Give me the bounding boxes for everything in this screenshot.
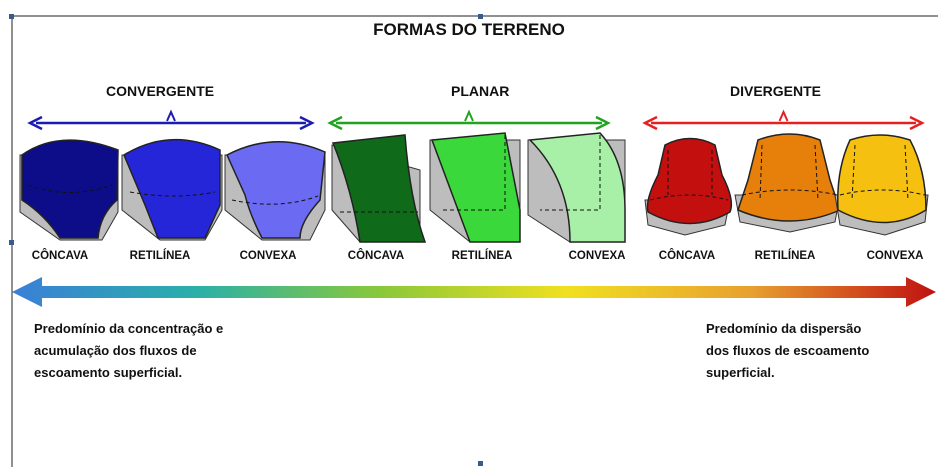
label-divergente-convexa: CONVEXA — [866, 250, 924, 262]
selection-handle — [9, 240, 14, 245]
concentration-description: Predomínio da concentração e acumulação … — [34, 318, 294, 384]
planar-arrow — [327, 109, 611, 131]
planar-concava-shape — [331, 134, 427, 243]
divergente-convexa-shape — [834, 134, 929, 236]
dispersion-line-3: superficial. — [706, 365, 775, 380]
selection-handle — [478, 14, 483, 19]
dispersion-line-1: Predomínio da dispersão — [706, 321, 862, 336]
divergente-arrow — [642, 109, 925, 131]
selection-handle — [478, 461, 483, 466]
diagram-title: FORMAS DO TERRENO — [373, 20, 565, 39]
concentration-line-2: acumulação dos fluxos de — [34, 343, 197, 358]
label-planar-convexa: CONVEXA — [568, 250, 626, 262]
dispersion-line-2: dos fluxos de escoamento — [706, 343, 870, 358]
group-title-convergente: CONVERGENTE — [106, 83, 215, 99]
label-planar-concava: CÔNCAVA — [347, 250, 405, 262]
convergente-retilinea-shape — [121, 138, 223, 241]
planar-retilinea-shape — [429, 132, 521, 243]
convergente-convexa-shape — [224, 140, 326, 241]
label-convergente-concava: CÔNCAVA — [31, 250, 89, 262]
label-planar-retilinea: RETILÍNEA — [451, 250, 513, 262]
planar-convexa-shape — [527, 132, 626, 243]
convergente-concava-shape — [19, 139, 119, 241]
concentration-line-3: escoamento superficial. — [34, 365, 183, 380]
group-title-planar: PLANAR — [451, 83, 510, 99]
selection-handle — [9, 14, 14, 19]
dispersion-description: Predomínio da dispersão dos fluxos de es… — [706, 318, 931, 384]
label-convergente-convexa: CONVEXA — [239, 250, 297, 262]
label-divergente-concava: CÔNCAVA — [658, 250, 716, 262]
convergente-arrow — [27, 109, 315, 131]
label-divergente-retilinea: RETILÍNEA — [754, 250, 816, 262]
concentration-line-1: Predomínio da concentração e — [34, 321, 224, 336]
group-title-divergente: DIVERGENTE — [730, 83, 822, 99]
label-convergente-retilinea: RETILÍNEA — [129, 250, 191, 262]
divergente-concava-shape — [644, 137, 733, 236]
